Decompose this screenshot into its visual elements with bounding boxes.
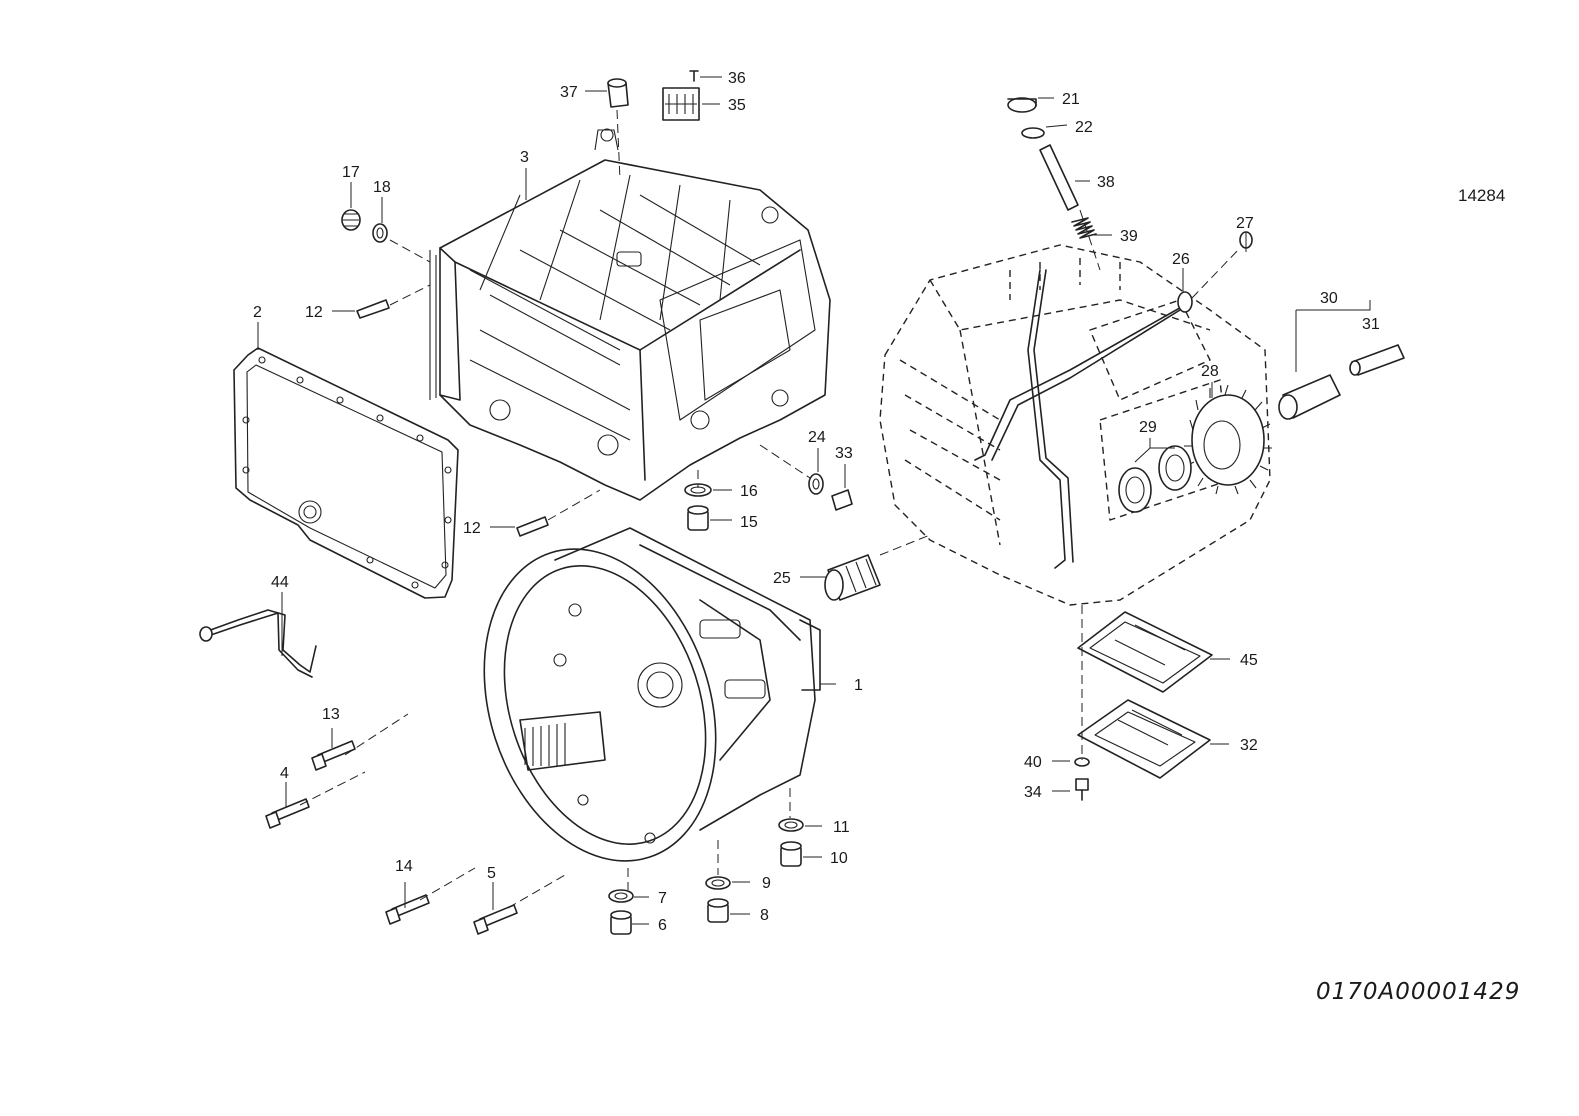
part-24-seal-ring [808, 473, 824, 495]
callout-4: 4 [280, 765, 289, 782]
callout-45: 45 [1240, 652, 1258, 669]
part-1-clutch-housing [483, 527, 821, 862]
callout-12-lower: 12 [463, 520, 481, 537]
part-26-pipe-end [1177, 291, 1193, 313]
part-39-spring [1071, 217, 1097, 239]
callout-12-upper: 12 [305, 304, 323, 321]
part-29-bearings [1118, 445, 1192, 513]
callout-9: 9 [762, 875, 771, 892]
part-33-plug [831, 489, 853, 511]
part-45-cover-gasket [1077, 611, 1213, 693]
callout-11: 11 [833, 819, 850, 836]
part-6-plug [610, 910, 632, 935]
part-32-cover [1077, 699, 1211, 779]
callout-27: 27 [1236, 215, 1254, 232]
document-id: 0170A00001429 [1316, 979, 1520, 1005]
part-2-gasket [233, 347, 459, 599]
callout-38: 38 [1097, 174, 1115, 191]
part-12-dowel-upper [356, 299, 390, 319]
assembly-lines [299, 109, 1241, 909]
callout-1: 1 [854, 677, 863, 694]
part-37-plug [607, 78, 629, 108]
callout-8: 8 [760, 907, 769, 924]
callout-17: 17 [342, 164, 360, 181]
part-22-seal-ring [1021, 127, 1045, 139]
part-11-seal-ring [778, 818, 804, 832]
part-5-bolt [473, 904, 518, 935]
part-4-bolt [265, 798, 310, 829]
callout-2: 2 [253, 304, 262, 321]
part-28-gear [1184, 384, 1272, 495]
part-40-washer [1074, 757, 1090, 767]
callout-34: 34 [1024, 784, 1042, 801]
part-30-bushing [1278, 374, 1341, 420]
part-15-plug [687, 505, 709, 531]
part-25-filter [824, 554, 881, 601]
part-31-pin [1349, 344, 1405, 376]
part-18-seal-ring [372, 223, 388, 243]
part-3-main-housing [429, 128, 831, 501]
callout-3: 3 [520, 149, 529, 166]
callout-5: 5 [487, 865, 496, 882]
part-12-dowel-lower [516, 516, 549, 537]
callout-31: 31 [1362, 316, 1380, 333]
callout-22: 22 [1075, 119, 1093, 136]
callout-6: 6 [658, 917, 667, 934]
callout-44: 44 [271, 574, 289, 591]
part-21-plug [1007, 97, 1037, 113]
part-13-bolt [311, 740, 356, 771]
callout-13: 13 [322, 706, 340, 723]
callout-15: 15 [740, 514, 758, 531]
callout-37: 37 [560, 84, 578, 101]
drawing-reference-number: 14284 [1458, 186, 1505, 205]
callout-32: 32 [1240, 737, 1258, 754]
callout-35: 35 [728, 97, 746, 114]
part-10-plug [780, 841, 802, 867]
part-38-pipe [1039, 144, 1079, 211]
part-8-plug [707, 898, 729, 923]
part-44-pipe [199, 609, 317, 678]
callout-21: 21 [1062, 91, 1080, 108]
callout-25: 25 [773, 570, 791, 587]
callout-7: 7 [658, 890, 667, 907]
part-35-valve-block [662, 87, 700, 121]
rear-housing-outline [879, 244, 1271, 606]
callout-30: 30 [1320, 290, 1338, 307]
callout-33: 33 [835, 445, 853, 462]
callout-26: 26 [1172, 251, 1190, 268]
part-34-screw [1075, 778, 1089, 801]
callout-28: 28 [1201, 363, 1219, 380]
part-17-plug [341, 209, 361, 231]
callout-39: 39 [1120, 228, 1138, 245]
callout-36: 36 [728, 70, 746, 87]
callout-29: 29 [1139, 419, 1157, 436]
callout-16: 16 [740, 483, 758, 500]
callout-10: 10 [830, 850, 848, 867]
part-7-seal-ring [608, 889, 634, 903]
leader-lines [257, 76, 1371, 925]
callout-40: 40 [1024, 754, 1042, 771]
callout-14: 14 [395, 858, 413, 875]
part-9-seal-ring [705, 876, 731, 890]
part-14-bolt [385, 894, 430, 925]
callout-18: 18 [373, 179, 391, 196]
callout-labels: 1 2 3 4 5 6 7 8 9 10 11 12 12 13 14 15 1… [253, 70, 1380, 934]
callout-24: 24 [808, 429, 826, 446]
part-36-screw [689, 70, 699, 82]
